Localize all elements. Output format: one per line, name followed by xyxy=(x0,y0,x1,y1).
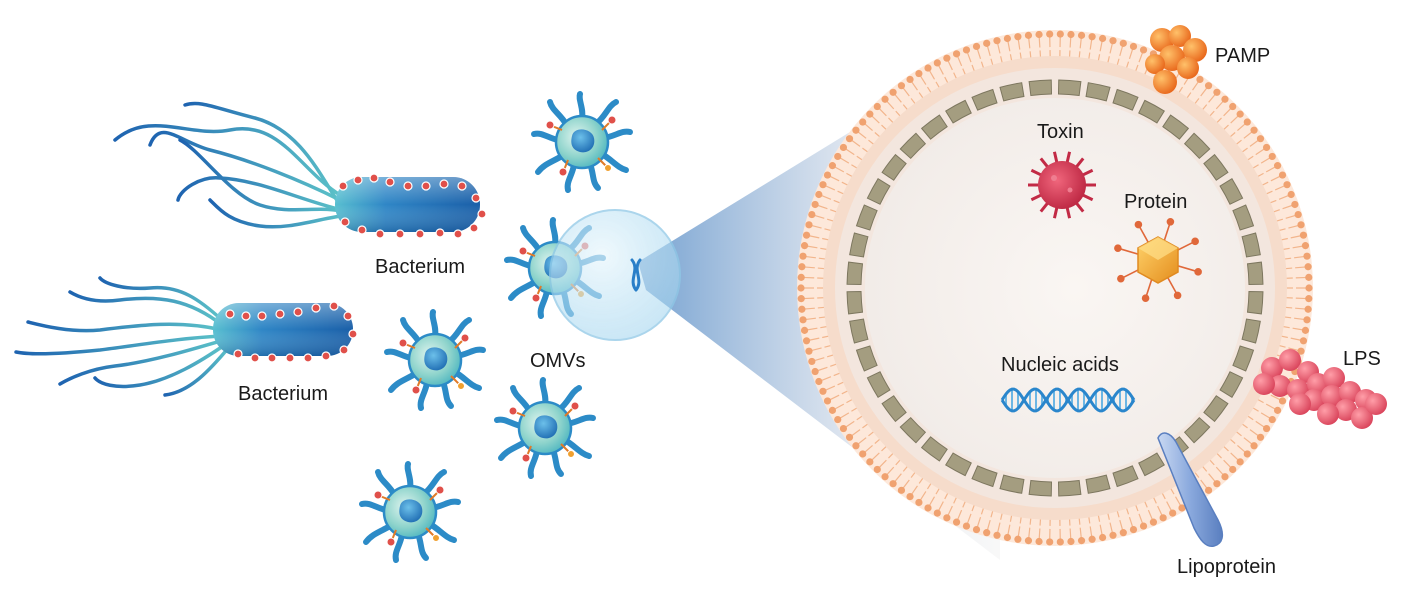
label-nucleic-acids: Nucleic acids xyxy=(1001,354,1119,376)
bubble-dna-marker xyxy=(630,258,642,292)
toxin-icon xyxy=(1028,151,1096,219)
protein-icon xyxy=(1114,217,1202,303)
lps-icon xyxy=(1253,349,1387,429)
label-bacterium-top: Bacterium xyxy=(375,256,465,278)
omv-bubble xyxy=(507,209,681,341)
label-lps: LPS xyxy=(1343,348,1381,370)
omv-cell xyxy=(497,380,593,476)
omv-cell xyxy=(534,94,630,190)
nucleic-acids-icon xyxy=(1000,387,1136,413)
label-lipoprotein: Lipoprotein xyxy=(1177,556,1276,578)
lipoprotein-icon xyxy=(1157,432,1224,548)
vesicle-large xyxy=(797,25,1387,548)
label-protein: Protein xyxy=(1124,191,1187,213)
flagella-bottom xyxy=(14,276,232,397)
surface-dots xyxy=(338,173,487,239)
bacterium-bottom xyxy=(14,276,358,397)
label-pamp: PAMP xyxy=(1215,45,1270,67)
omv-cell xyxy=(362,464,458,560)
label-omvs: OMVs xyxy=(530,350,586,372)
flagella-top xyxy=(113,101,350,229)
vesicle-interior xyxy=(865,98,1245,478)
bacterium-top xyxy=(113,101,487,239)
label-bacterium-bottom: Bacterium xyxy=(238,383,328,405)
omv-cell xyxy=(387,312,483,408)
pamp-icon xyxy=(1145,25,1207,94)
label-toxin: Toxin xyxy=(1037,121,1084,143)
surface-dots xyxy=(225,301,358,363)
